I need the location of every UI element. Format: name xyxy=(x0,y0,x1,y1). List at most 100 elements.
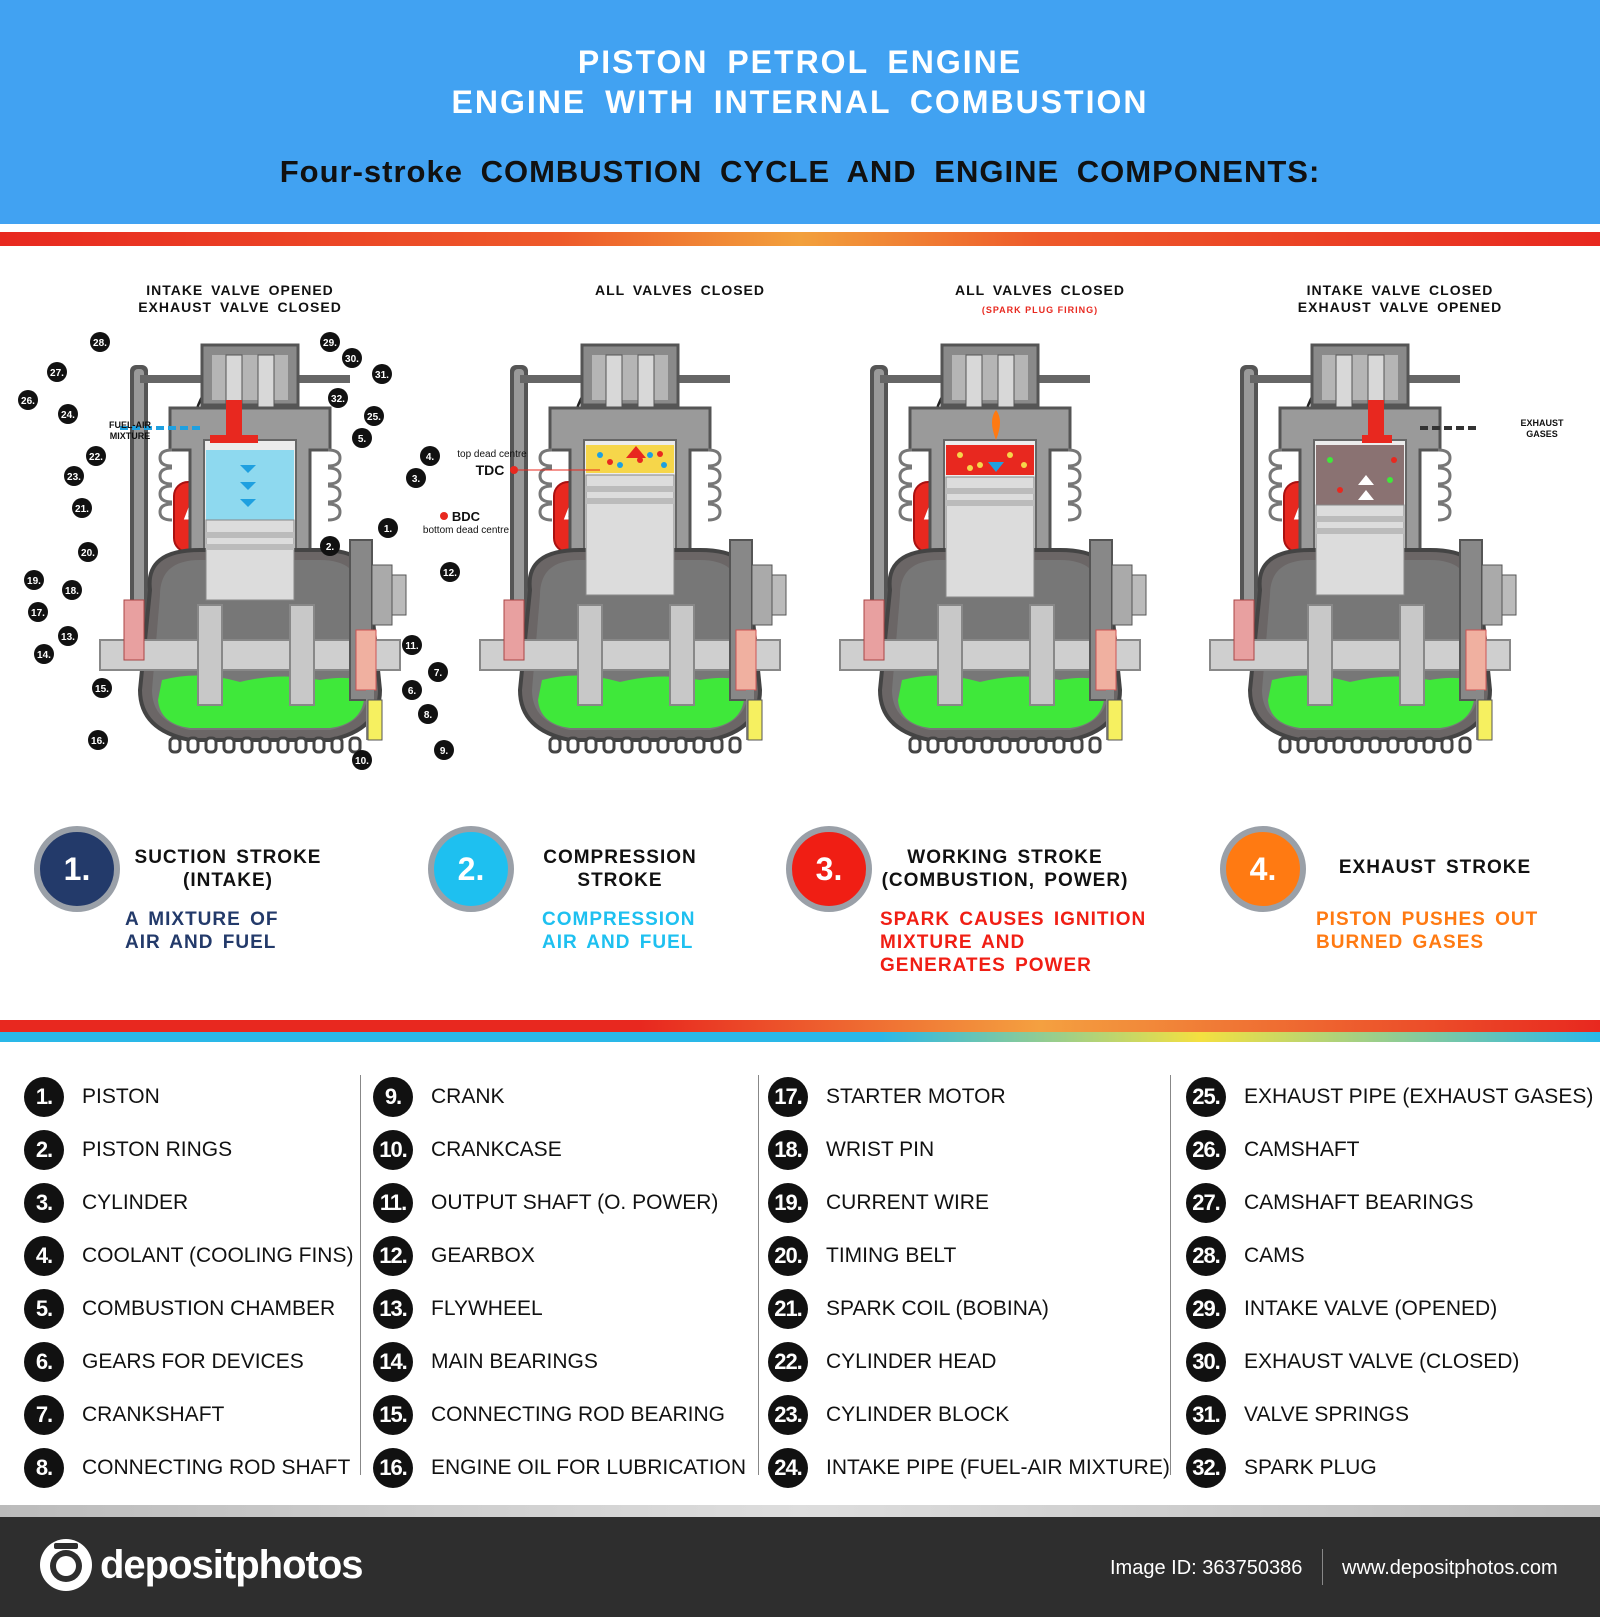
legend-label: CYLINDER xyxy=(82,1190,189,1214)
legend-item: 29.INTAKE VALVE (OPENED) xyxy=(1186,1282,1566,1335)
legend-number-badge: 15. xyxy=(373,1394,413,1435)
stroke-4-circle: 4. xyxy=(1220,826,1306,912)
stroke-4-desc-line-2: BURNED GASES xyxy=(1316,932,1485,953)
legend-label: VALVE SPRINGS xyxy=(1244,1402,1409,1426)
bdc-small-label: bottom dead centre xyxy=(423,525,510,536)
legend-item: 23.CYLINDER BLOCK xyxy=(768,1388,1148,1441)
legend-item: 8. CONNECTING ROD SHAFT xyxy=(24,1441,404,1494)
tdc-label: TDC xyxy=(476,462,505,478)
site-link[interactable]: www.depositphotos.com xyxy=(1342,1557,1558,1579)
legend-number-badge: 5. xyxy=(24,1288,64,1329)
legend-number-badge: 3. xyxy=(24,1182,64,1223)
stroke-2-name-line-1: COMPRESSION xyxy=(543,847,697,868)
panel-1-valve-line-1: INTAKE VALVE OPENED xyxy=(146,282,334,298)
engine-panel-intake xyxy=(98,343,408,754)
legend-item: 14.MAIN BEARINGS xyxy=(373,1335,753,1388)
divider-gradient-red xyxy=(0,1020,1600,1032)
legend-number-badge: 8. xyxy=(24,1447,64,1488)
stroke-3-desc: SPARK CAUSES IGNITION MIXTURE AND GENERA… xyxy=(880,908,1146,977)
depositphotos-logo[interactable]: depositphotos xyxy=(38,1537,364,1593)
callout-number: 14. xyxy=(37,650,51,661)
callout-badge xyxy=(364,406,384,426)
legend-label: CRANK xyxy=(431,1084,505,1108)
callout-badge xyxy=(34,644,54,664)
legend-divider-2 xyxy=(758,1075,759,1475)
callout-badge xyxy=(402,680,422,700)
legend-item: 28.CAMS xyxy=(1186,1229,1566,1282)
subtitle: Four-stroke COMBUSTION CYCLE AND ENGINE … xyxy=(279,154,1321,189)
callout-number: 2. xyxy=(326,542,335,553)
callout-badge xyxy=(24,570,44,590)
panel-2-valve-line-1: ALL VALVES CLOSED xyxy=(594,282,765,298)
callout-number: 27. xyxy=(50,368,64,379)
legend-item: 2.PISTON RINGS xyxy=(24,1123,404,1176)
legend-item: 1.PISTON xyxy=(24,1070,404,1123)
legend-number-badge: 9. xyxy=(373,1076,413,1117)
callout-number: 8. xyxy=(424,710,433,721)
callout-badge xyxy=(372,364,392,384)
legend-label: CONNECTING ROD SHAFT xyxy=(82,1455,351,1479)
engine-panel-power xyxy=(838,343,1148,754)
footer-strip xyxy=(0,1505,1600,1517)
legend-label: CURRENT WIRE xyxy=(826,1190,989,1214)
tdc-marker xyxy=(510,466,518,474)
legend-number-badge: 7. xyxy=(24,1394,64,1435)
legend-number-badge: 12. xyxy=(373,1235,413,1276)
fuel-air-label: FUEL-AIR xyxy=(109,420,151,430)
legend-number-badge: 22. xyxy=(768,1341,808,1382)
legend-number-badge: 18. xyxy=(768,1129,808,1170)
legend-label: INTAKE PIPE (FUEL-AIR MIXTURE) xyxy=(826,1455,1170,1479)
legend-label: FLYWHEEL xyxy=(431,1296,543,1320)
callout-number: 4. xyxy=(426,452,435,463)
legend-divider-1 xyxy=(360,1075,361,1475)
callout-number: 12. xyxy=(443,568,457,579)
panel-3-valve-line-1: ALL VALVES CLOSED xyxy=(954,282,1125,298)
callout-badge xyxy=(418,704,438,724)
callout-badge xyxy=(378,518,398,538)
legend-number-badge: 19. xyxy=(768,1182,808,1223)
legend-number-badge: 16. xyxy=(373,1447,413,1488)
legend-item: 5.COMBUSTION CHAMBER xyxy=(24,1282,404,1335)
divider-white xyxy=(0,224,1600,232)
callout-badge xyxy=(420,446,440,466)
title-line-2: ENGINE WITH INTERNAL COMBUSTION xyxy=(451,84,1149,120)
legend-item: 25.EXHAUST PIPE (EXHAUST GASES) xyxy=(1186,1070,1593,1123)
legend-number-badge: 2. xyxy=(24,1129,64,1170)
camera-icon xyxy=(40,1539,92,1591)
legend-item: 26.CAMSHAFT xyxy=(1186,1123,1566,1176)
callout-number: 13. xyxy=(61,632,75,643)
callout-badge xyxy=(328,388,348,408)
legend-label: CYLINDER HEAD xyxy=(826,1349,997,1373)
callout-badge xyxy=(86,446,106,466)
legend-label: EXHAUST VALVE (CLOSED) xyxy=(1244,1349,1520,1373)
callout-number: 32. xyxy=(331,394,345,405)
legend-number-badge: 17. xyxy=(768,1076,808,1117)
callout-number: 24. xyxy=(61,410,75,421)
callout-badge xyxy=(320,536,340,556)
stroke-3-desc-line-2: MIXTURE AND xyxy=(880,932,1026,953)
callout-number: 22. xyxy=(89,452,103,463)
callout-badge xyxy=(352,428,372,448)
callout-number: 29. xyxy=(323,338,337,349)
callout-badge xyxy=(352,750,372,770)
legend-item: 18.WRIST PIN xyxy=(768,1123,1148,1176)
callout-number: 7. xyxy=(434,668,443,679)
callout-number: 23. xyxy=(67,472,81,483)
exhaust-label: EXHAUST xyxy=(1520,418,1564,428)
title-line-1: PISTON PETROL ENGINE xyxy=(577,44,1023,80)
legend-item: 31. VALVE SPRINGS xyxy=(1186,1388,1566,1441)
legend-number-badge: 14. xyxy=(373,1341,413,1382)
callout-number: 25. xyxy=(367,412,381,423)
legend-number-badge: 31. xyxy=(1186,1394,1226,1435)
callout-number: 28. xyxy=(93,338,107,349)
bdc-marker xyxy=(440,512,448,520)
legend-label: EXHAUST PIPE (EXHAUST GASES) xyxy=(1244,1084,1594,1108)
legend-number-badge: 24. xyxy=(768,1447,808,1488)
legend-item: 19. CURRENT WIRE xyxy=(768,1176,1148,1229)
legend-label: CYLINDER BLOCK xyxy=(826,1402,1010,1426)
stroke-2-desc: COMPRESSION AIR AND FUEL xyxy=(542,908,696,954)
stroke-1-name: SUCTION STROKE (INTAKE) xyxy=(118,846,338,892)
callout-badge xyxy=(47,362,67,382)
callout-number: 21. xyxy=(75,504,89,515)
